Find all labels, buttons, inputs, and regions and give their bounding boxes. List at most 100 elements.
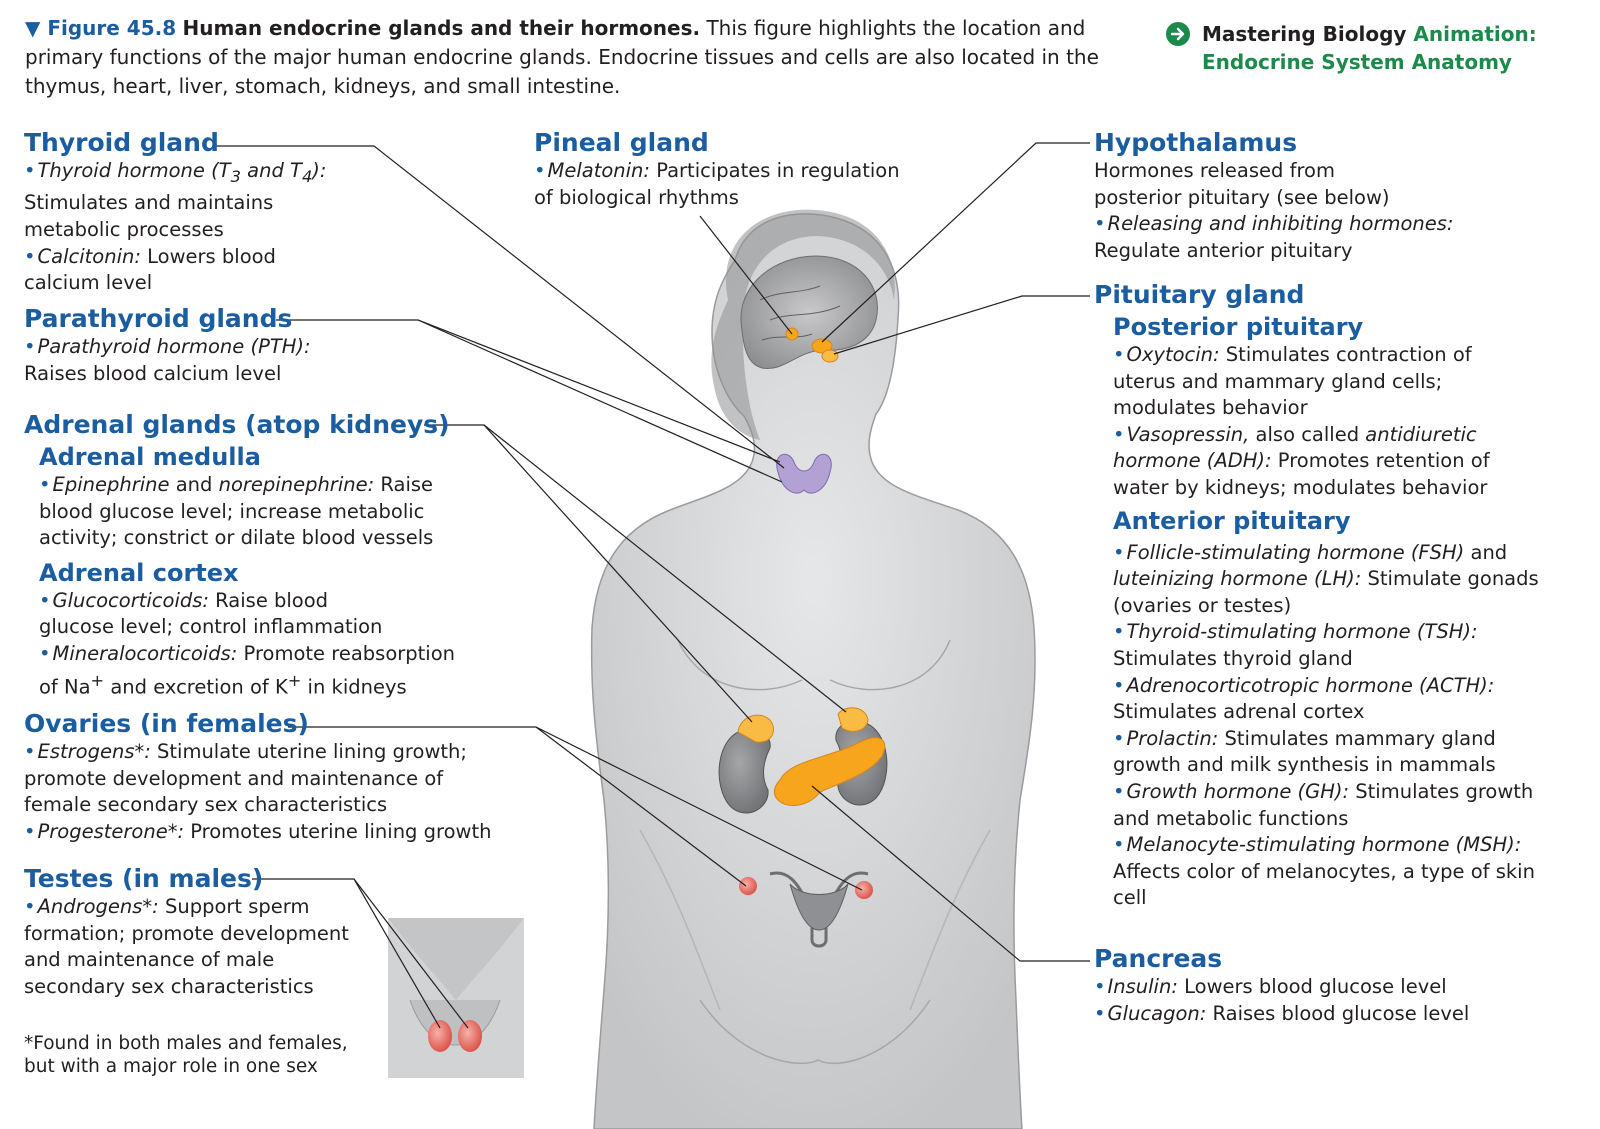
mineralocorticoids-desc-2: and excretion of K <box>104 675 288 699</box>
androgens-name: Androgens*: <box>37 895 159 918</box>
glucocorticoids-name: Glucocorticoids: <box>52 588 209 612</box>
pineal-section: Pineal gland Melatonin: Participates in … <box>534 128 934 211</box>
glucagon-desc: Raises blood glucose level <box>1212 1001 1470 1025</box>
testis-left-marker <box>428 1020 452 1052</box>
releasing-hormones-desc: Regulate anterior pituitary <box>1094 238 1353 262</box>
figure-description: This figure highlights the location and … <box>25 16 1099 98</box>
pineal-title: Pineal gland <box>534 128 709 157</box>
norepinephrine-name: norepinephrine: <box>218 473 375 496</box>
vasopressin-desc: Promotes retention of water by kidneys; … <box>1113 449 1490 499</box>
adrenal-title: Adrenal glands (atop kidneys) <box>24 410 450 439</box>
na-superscript: + <box>90 670 105 690</box>
thyroid-hormone-desc: Stimulates and maintains metabolic proce… <box>24 191 274 242</box>
acth-desc: Stimulates adrenal cortex <box>1113 700 1365 724</box>
pancreas-title: Pancreas <box>1094 944 1223 973</box>
adh-name: antidiuretic hormone (ADH): <box>1113 422 1477 473</box>
figure-title: Human endocrine glands and their hormone… <box>182 16 701 40</box>
fsh-lh-desc: Stimulate gonads (ovaries or testes) <box>1113 567 1539 617</box>
thyroid-hormone-paren: (T <box>211 159 231 182</box>
acth-name: Adrenocorticotropic hormone (ACTH): <box>1126 673 1495 697</box>
pituitary-title: Pituitary gland <box>1094 280 1305 309</box>
testes-section: Testes (in males) Androgens*: Support sp… <box>24 864 374 1000</box>
oxytocin-name: Oxytocin: <box>1126 343 1220 366</box>
adrenal-medulla-title: Adrenal medulla <box>39 443 261 471</box>
t3-subscript: 3 <box>230 166 241 186</box>
ovary-right-marker <box>855 881 873 899</box>
msh-desc: Affects color of melanocytes, a type of … <box>1113 859 1535 910</box>
lh-name: luteinizing hormone (LH): <box>1113 567 1362 591</box>
pancreas-marker <box>773 737 886 807</box>
female-body-figure <box>590 209 1036 1129</box>
vasopressin-name: Vasopressin, <box>1126 422 1250 446</box>
adrenal-glands-marker <box>737 707 869 743</box>
thyroid-section: Thyroid gland Thyroid hormone (T3 and T4… <box>24 128 364 297</box>
glucagon-name: Glucagon: <box>1107 1001 1207 1025</box>
vasopressin-mid: also called <box>1249 422 1366 446</box>
mastering-brand: Mastering Biology <box>1202 22 1407 46</box>
melatonin-name: Melatonin: <box>547 159 650 182</box>
calcitonin-name: Calcitonin: <box>37 244 141 268</box>
oxytocin-desc: Stimulates contraction of uterus and mam… <box>1113 343 1472 420</box>
gh-name: Growth hormone (GH): <box>1126 779 1350 803</box>
adrenal-cortex-title: Adrenal cortex <box>39 558 239 587</box>
fsh-name: Follicle-stimulating hormone (FSH) <box>1126 540 1465 564</box>
testis-right-marker <box>458 1020 482 1052</box>
parathyroid-section: Parathyroid glands Parathyroid hormone (… <box>24 304 384 387</box>
t4-subscript: 4 <box>301 166 313 186</box>
mineralocorticoids-desc-3: in kidneys <box>301 675 407 699</box>
insulin-desc: Lowers blood glucose level <box>1184 975 1447 998</box>
mineralocorticoids-desc-1: Promote reabsorption of Na <box>39 641 455 699</box>
posterior-pituitary-title: Posterior pituitary <box>1113 313 1364 341</box>
hypothalamus-title: Hypothalamus <box>1094 128 1298 157</box>
mastering-kind: Animation: <box>1413 22 1537 46</box>
leader-lines <box>213 142 1090 1029</box>
figure-label: ▼ Figure 45.8 <box>25 16 177 40</box>
estrogens-name: Estrogens*: <box>37 740 151 763</box>
calcitonin-desc: Lowers blood calcium level <box>24 244 276 295</box>
pituitary-gland-marker <box>811 338 839 363</box>
mastering-title: Endocrine System Anatomy <box>1202 50 1512 74</box>
tsh-desc: Stimulates thyroid gland <box>1113 646 1353 670</box>
fsh-and: and <box>1464 540 1508 564</box>
ovaries-title: Ovaries (in females) <box>24 709 309 738</box>
thyroid-hormone-name: Thyroid hormone <box>37 159 205 182</box>
prolactin-desc: Stimulates mammary gland growth and milk… <box>1113 726 1496 777</box>
glucocorticoids-desc: Raise blood glucose level; control infla… <box>39 588 383 639</box>
adrenal-section: Adrenal glands (atop kidneys) Adrenal me… <box>24 410 484 701</box>
epinephrine-and: and <box>169 473 219 496</box>
gh-desc: Stimulates growth and metabolic function… <box>1113 779 1534 830</box>
insulin-name: Insulin: <box>1107 975 1178 998</box>
thyroid-hormone-end: ): <box>312 159 327 182</box>
ovary-left-marker <box>739 877 757 895</box>
arrow-right-icon <box>1166 22 1190 46</box>
k-superscript: + <box>287 670 302 690</box>
uterus <box>769 871 869 948</box>
pth-name: Parathyroid hormone (PTH): <box>37 335 311 358</box>
releasing-hormones-name: Releasing and inhibiting hormones: <box>1107 212 1454 236</box>
thyroid-hormone-and: and T <box>240 159 302 182</box>
prolactin-name: Prolactin: <box>1126 726 1219 750</box>
ovaries-section: Ovaries (in females) Estrogens*: Stimula… <box>24 709 524 845</box>
pancreas-section: Pancreas Insulin: Lowers blood glucose l… <box>1094 944 1564 1027</box>
epinephrine-name: Epinephrine <box>52 473 170 496</box>
hypothalamus-desc: Hormones released from posterior pituita… <box>1094 159 1390 209</box>
testes-title: Testes (in males) <box>24 864 264 893</box>
tsh-name: Thyroid-stimulating hormone (TSH): <box>1126 620 1478 644</box>
progesterone-name: Progesterone*: <box>37 819 185 843</box>
medulla-desc: Raise blood glucose level; increase meta… <box>39 473 434 550</box>
parathyroid-title: Parathyroid glands <box>24 304 293 333</box>
anterior-pituitary-title: Anterior pituitary <box>1113 506 1351 535</box>
footnote: *Found in both males and females, but wi… <box>24 1033 348 1077</box>
melatonin-desc: Participates in regulation of biological… <box>534 159 900 209</box>
figure-caption: ▼ Figure 45.8 Human endocrine glands and… <box>25 14 1125 101</box>
progesterone-desc: Promotes uterine lining growth <box>190 819 492 843</box>
pituitary-section: Pituitary gland Posterior pituitary Oxyt… <box>1094 280 1564 912</box>
thyroid-gland-marker <box>776 453 832 494</box>
msh-name: Melanocyte-stimulating hormone (MSH): <box>1126 833 1522 857</box>
mineralocorticoids-name: Mineralocorticoids: <box>52 641 238 665</box>
estrogens-desc: Stimulate uterine lining growth; promote… <box>24 740 467 817</box>
pth-desc: Raises blood calcium level <box>24 361 282 385</box>
male-inset <box>388 918 524 1078</box>
thyroid-title: Thyroid gland <box>24 128 219 157</box>
